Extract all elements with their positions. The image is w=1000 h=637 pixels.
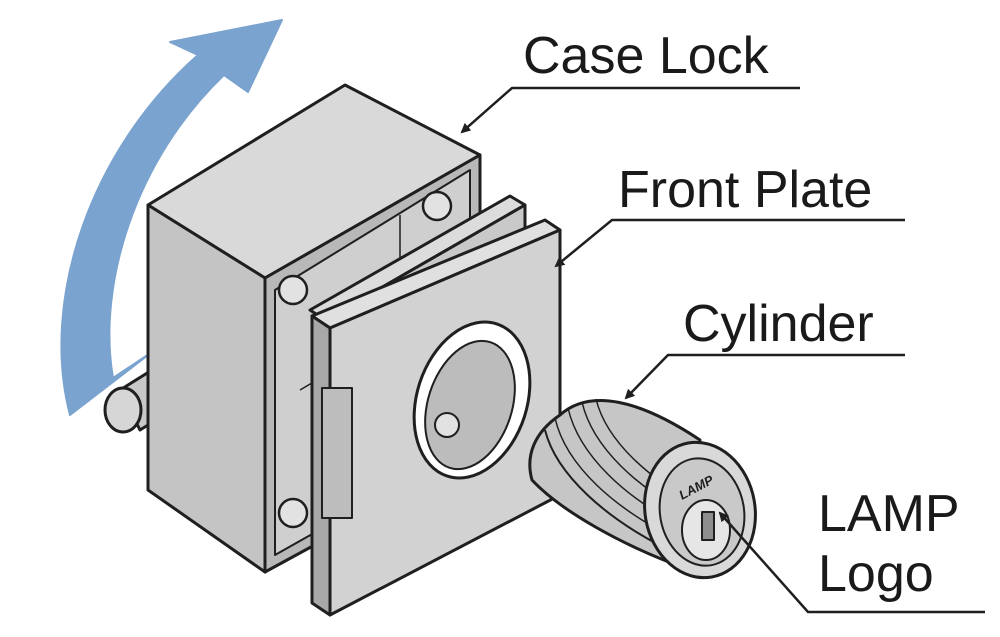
rotation-arrow <box>60 19 283 416</box>
front-plate <box>310 218 562 617</box>
case-lock-label: Case Lock <box>523 27 769 85</box>
cylinder: LAMP <box>528 398 757 580</box>
lamp-logo-label-line2: Logo <box>818 545 934 603</box>
leader-cylinder <box>624 353 905 400</box>
leader-lamp-logo <box>718 511 985 614</box>
front-plate-label: Front Plate <box>618 161 873 219</box>
leader-front-plate <box>554 218 905 268</box>
leader-case-lock <box>460 86 800 134</box>
lamp-logo-label-line1: LAMP <box>818 485 960 543</box>
cylinder-label: Cylinder <box>683 295 874 353</box>
leader-lines <box>460 86 985 614</box>
